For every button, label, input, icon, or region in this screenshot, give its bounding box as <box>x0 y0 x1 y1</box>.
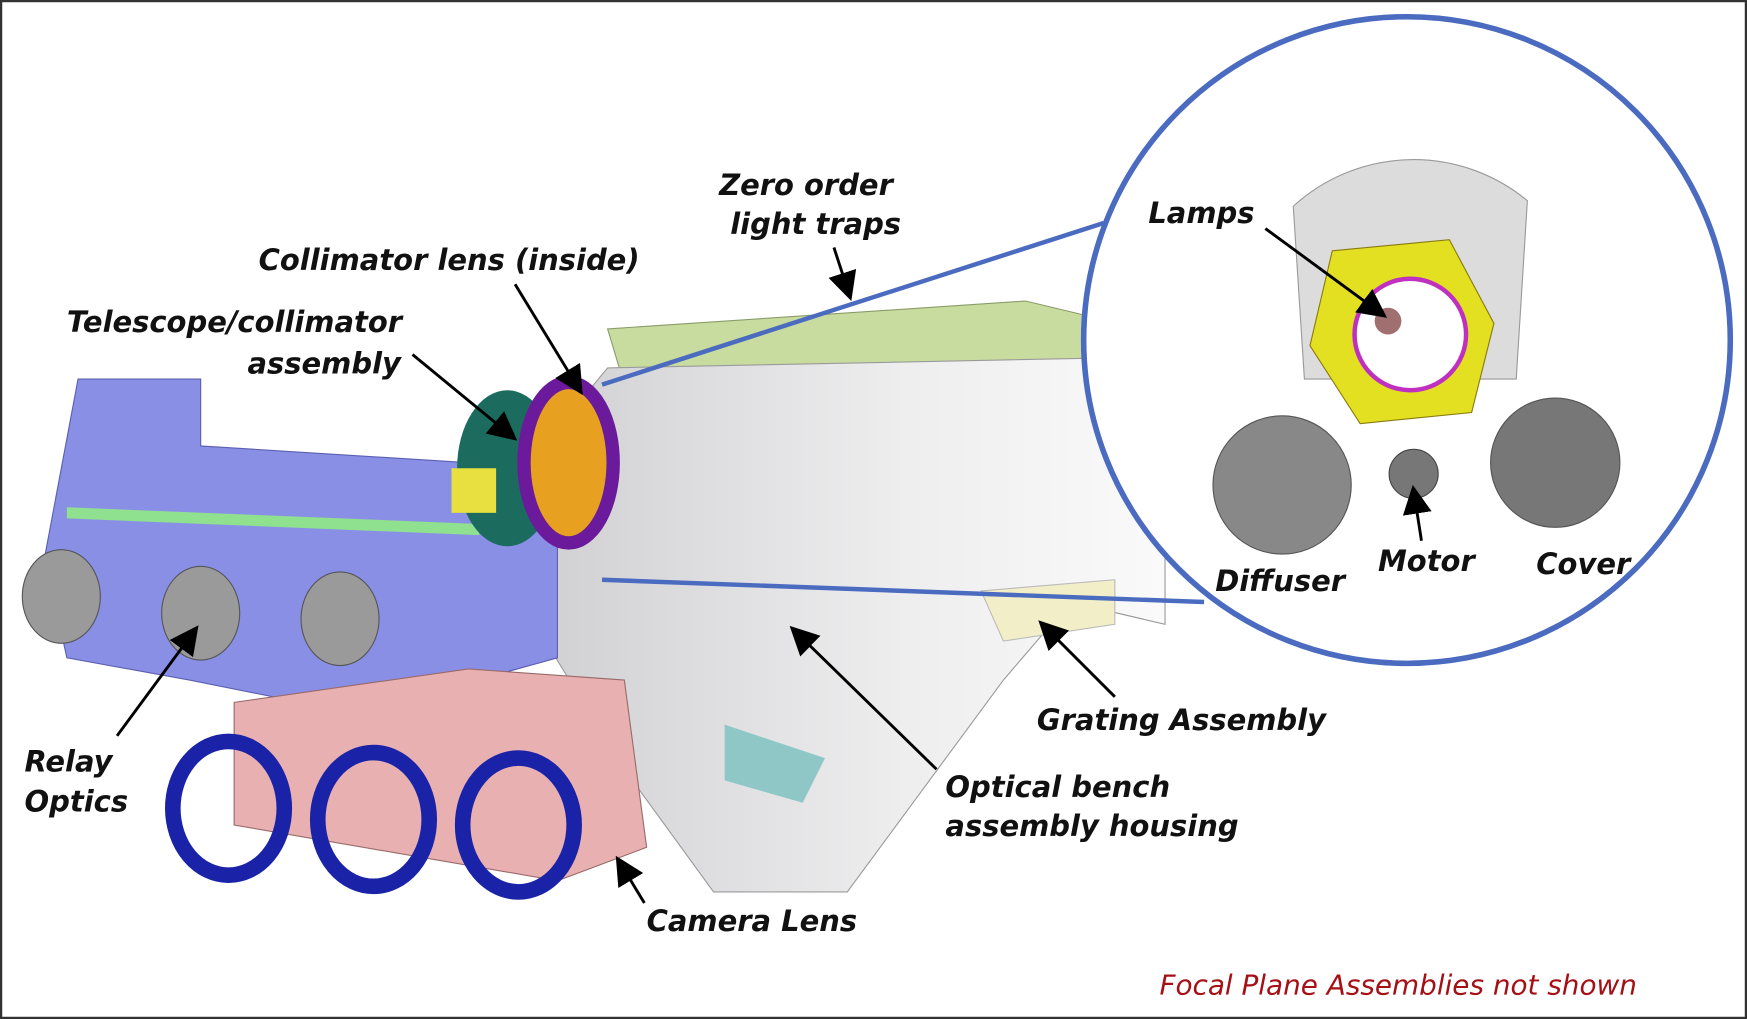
label-diffuser: Diffuser <box>1215 564 1347 598</box>
label-text: light traps <box>730 207 901 241</box>
label-motor: Motor <box>1378 484 1476 578</box>
label-text: Motor <box>1378 544 1476 578</box>
label-grating-assembly: Grating Assembly <box>1037 620 1327 737</box>
label-optical-bench: Optical bench assembly housing <box>789 625 1239 843</box>
label-text: Cover <box>1536 547 1632 581</box>
arrow <box>828 247 857 301</box>
inset-callout-line-top <box>601 220 1105 387</box>
label-camera-lens: Camera Lens <box>615 855 858 938</box>
arrow <box>1402 484 1432 541</box>
calibration-inset <box>1080 13 1734 667</box>
inset-callout-line-bottom <box>601 577 1205 605</box>
label-text: Optical bench <box>945 770 1170 804</box>
arrow <box>1038 620 1116 698</box>
label-text: Relay <box>25 744 114 778</box>
arrow <box>789 625 938 771</box>
label-text: Optics <box>25 785 129 819</box>
label-text: Lamps <box>1148 196 1254 230</box>
label-text: Telescope/collimator <box>67 305 404 339</box>
label-zero-order-light-traps: Zero order light traps <box>718 168 901 301</box>
footnote: Focal Plane Assemblies not shown <box>1159 968 1637 1001</box>
label-text: assembly housing <box>945 809 1238 843</box>
arrow <box>513 283 583 396</box>
label-cover: Cover <box>1536 547 1632 581</box>
arrow <box>615 855 646 904</box>
label-relay-optics: Relay Optics <box>25 625 199 819</box>
arrow <box>411 353 518 441</box>
arrow <box>115 625 199 737</box>
label-text: Camera Lens <box>647 904 858 938</box>
label-text: Zero order <box>718 168 894 202</box>
camera-lenses <box>165 668 648 900</box>
label-collimator-lens: Collimator lens (inside) <box>259 243 640 396</box>
label-text: Collimator lens (inside) <box>259 243 640 277</box>
arrow <box>1264 227 1388 318</box>
label-text: Diffuser <box>1215 564 1347 598</box>
label-text: Grating Assembly <box>1037 703 1327 737</box>
label-telescope-collimator: Telescope/collimator assembly <box>67 305 518 441</box>
label-text: assembly <box>248 346 403 380</box>
label-lamps: Lamps <box>1148 196 1388 318</box>
